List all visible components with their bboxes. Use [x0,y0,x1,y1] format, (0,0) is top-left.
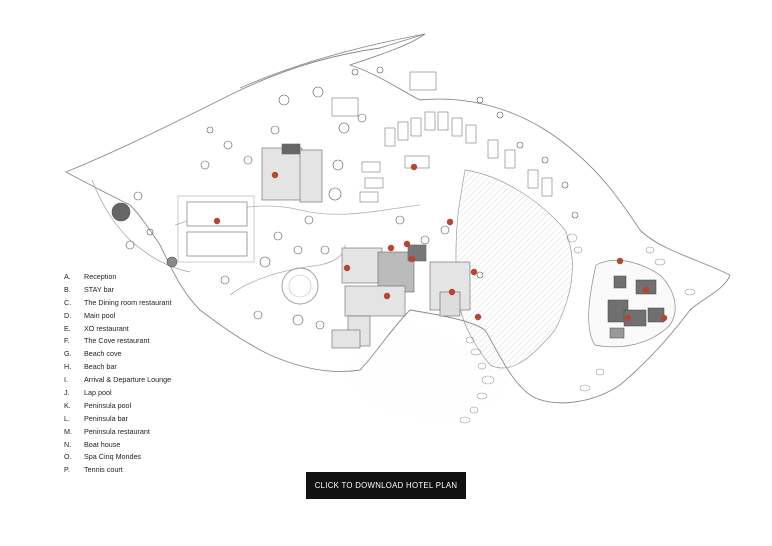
marker-cove-restaurant [474,313,482,321]
legend-label: XO restaurant [84,323,129,333]
legend-item: O. Spa Cinq Mondes [64,451,172,464]
marker-dining-room [383,292,391,300]
legend-item: I. Arrival & Departure Lounge [64,374,172,387]
marker-beach-cove [446,218,454,226]
legend-letter: E. [64,323,71,333]
marker-main-pool [448,288,456,296]
legend-letter: O. [64,452,72,462]
legend-item: G. Beach cove [64,348,172,361]
sea-area [340,310,506,420]
legend-item: B. STAY bar [64,284,172,297]
legend-label: Boat house [84,439,121,449]
legend-letter: J. [64,388,70,398]
legend-item: N. Boat house [64,439,172,452]
marker-stay-bar [387,244,395,252]
location-markers[interactable] [213,163,668,322]
legend-letter: N. [64,439,72,449]
legend-label: Peninsula pool [84,400,132,410]
legend-item: F. The Cove restaurant [64,335,172,348]
legend-label: Arrival & Departure Lounge [84,375,172,385]
marker-beach-bar [408,255,416,263]
legend-letter: G. [64,349,72,359]
legend-item: K. Peninsula pool [64,400,172,413]
legend-label: Reception [84,272,117,281]
legend-label: Lap pool [84,388,112,398]
central-buildings [261,143,471,349]
villas-north [331,71,553,203]
legend-item: M. Peninsula restaurant [64,426,172,439]
legend-item: A. Reception [64,271,172,284]
legend-letter: I. [64,375,68,385]
shore-line [239,33,426,89]
legend-label: Tennis court [84,465,123,475]
marker-lap-pool [410,163,418,171]
legend-label: The Dining room restaurant [84,297,172,307]
marker-xo-restaurant [271,171,279,179]
legend-letter: C. [64,297,72,307]
rocks [459,233,696,424]
island-outline [64,33,731,404]
marker-reception [343,264,351,272]
legend-letter: M. [64,426,72,436]
legend-label: Peninsula restaurant [84,426,150,436]
peninsula-buildings [607,275,665,339]
legend-label: Peninsula bar [84,413,128,423]
legend-letter: P. [64,465,70,475]
legend-label: The Cove restaurant [84,336,150,346]
legend-item: L. Peninsula bar [64,413,172,426]
download-hotel-plan-button[interactable]: CLICK TO DOWNLOAD HOTEL PLAN [306,472,466,499]
marker-boat-house [616,257,624,265]
marker-spa [660,314,668,322]
marker-peninsula-pool [642,286,650,294]
legend-item: E. XO restaurant [64,323,172,336]
legend-label: Main pool [84,310,116,320]
legend-letter: H. [64,362,72,372]
legend-item: D. Main pool [64,310,172,323]
legend-label: STAY bar [84,284,114,294]
legend-letter: K. [64,400,71,410]
marker-arrival-lounge [403,240,411,248]
marker-tennis-court [213,217,221,225]
legend-item: H. Beach bar [64,361,172,374]
legend-letter: L. [64,413,70,423]
marker-peninsula-restaurant [624,314,632,322]
legend-letter: D. [64,310,72,320]
legend-label: Beach cove [84,349,122,359]
legend-letter: A. [64,272,71,281]
legend-item: C. The Dining room restaurant [64,297,172,310]
roundabout [281,267,319,305]
marker-peninsula-bar [470,268,478,276]
legend-letter: F. [64,336,70,346]
legend-item: J. Lap pool [64,387,172,400]
legend-label: Beach bar [84,362,117,372]
legend-label: Spa Cinq Mondes [84,452,142,462]
trees [111,66,579,330]
legend-letter: B. [64,284,71,294]
legend-item: P. Tennis court [64,464,172,477]
